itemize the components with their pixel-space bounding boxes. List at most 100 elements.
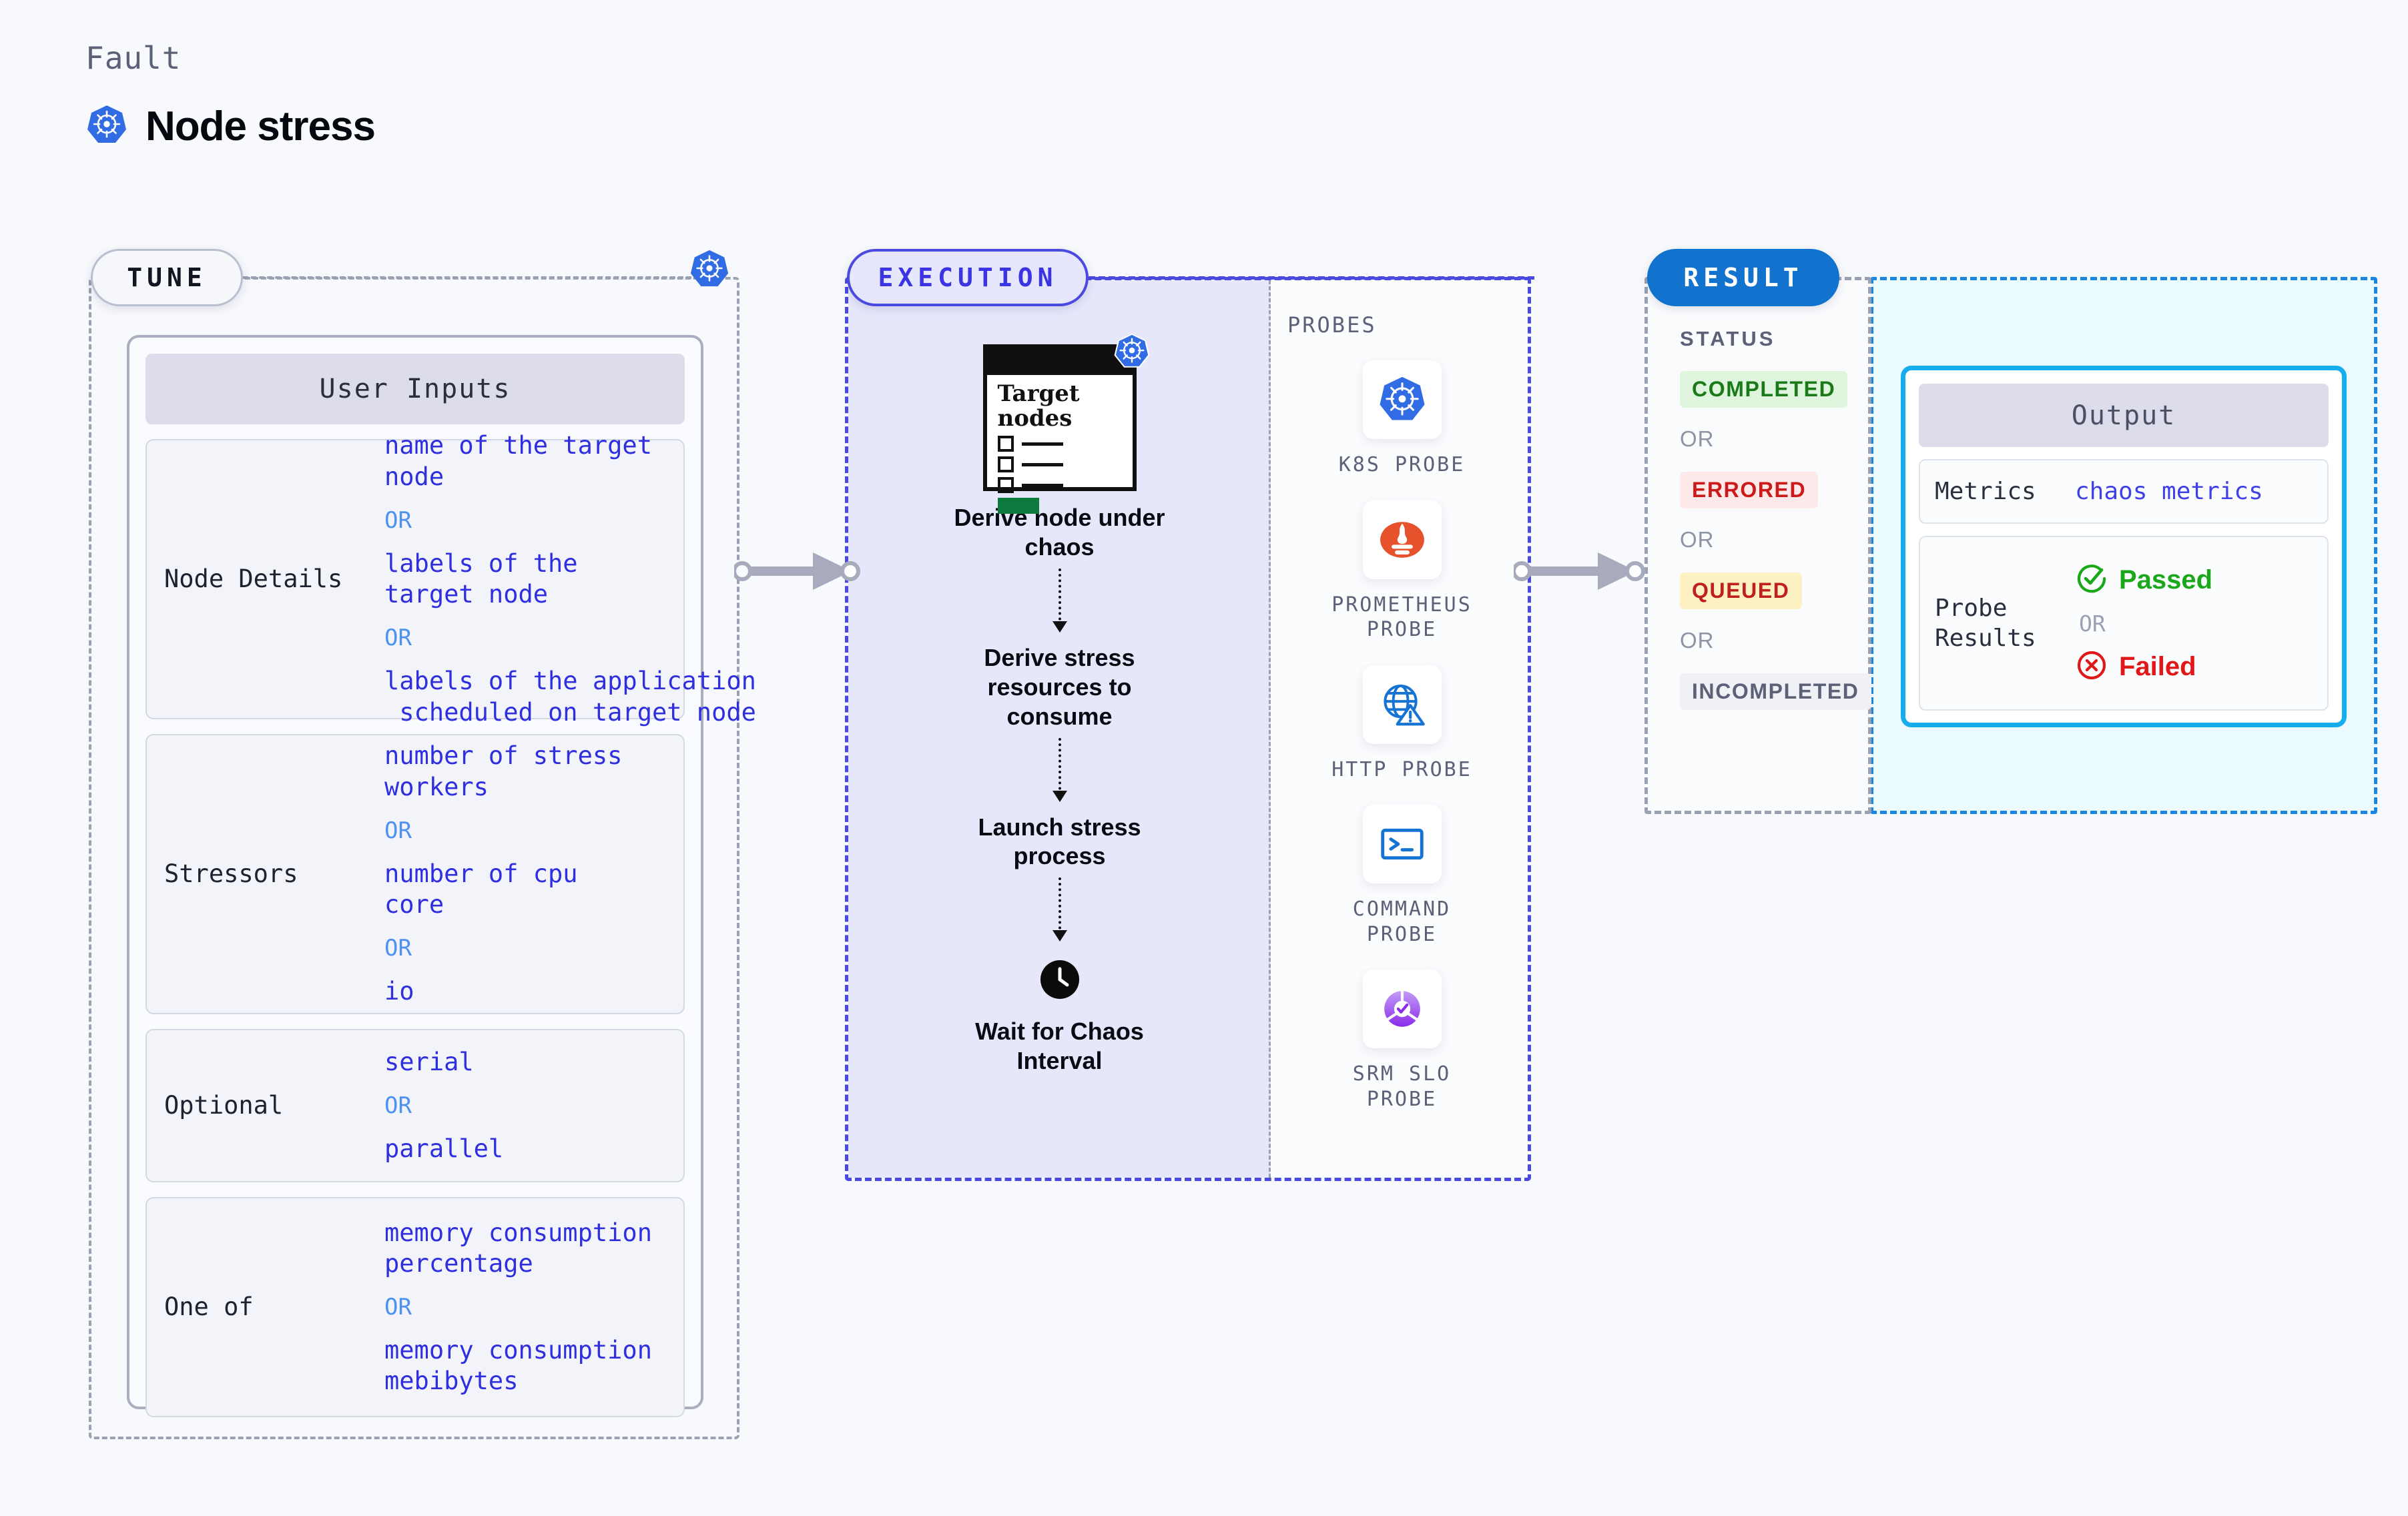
check-circle-icon <box>2075 562 2108 599</box>
input-row-label: Node Details <box>164 564 343 593</box>
list-line <box>1021 483 1063 487</box>
probe-result-failed: Failed <box>2075 649 2313 685</box>
execution-region: Target nodes <box>845 277 1531 1181</box>
target-nodes-list <box>997 436 1133 494</box>
input-value: memory consumption percentage <box>384 1218 652 1278</box>
output-row-probe-results: Probe Results Passed OR <box>1919 536 2329 711</box>
stage-label-execution[interactable]: EXECUTION <box>847 249 1089 306</box>
output-title: Output <box>1919 384 2329 447</box>
user-inputs-title: User Inputs <box>145 354 685 424</box>
kubernetes-icon <box>1362 360 1442 439</box>
fault-eyebrow: Fault <box>85 40 182 76</box>
flow-step-label: Launch stress process <box>978 813 1141 870</box>
input-separator: OR <box>384 1294 412 1320</box>
target-nodes-title: Target nodes <box>997 380 1080 432</box>
status-badge: QUEUED <box>1680 573 1802 609</box>
probe-k8s[interactable]: K8S PROBE <box>1273 360 1531 478</box>
user-inputs-card: User Inputs Node Details name of the tar… <box>127 335 756 1417</box>
probe-result-separator: OR <box>2079 610 2106 637</box>
input-separator: OR <box>384 625 412 652</box>
tune-dashed-connector <box>243 276 691 279</box>
flow-step-label: Derive node under chaos <box>954 504 1165 560</box>
input-row-node-details: Node Details name of the target node OR … <box>145 431 756 727</box>
http-globe-warning-icon <box>1362 665 1442 744</box>
input-row-optional: Optional serial OR parallel <box>145 1029 685 1182</box>
probe-result-passed: Passed <box>2075 562 2313 599</box>
stage-label-result[interactable]: RESULT <box>1647 249 1839 306</box>
input-value: labels of the target node <box>384 548 578 609</box>
srm-slo-icon <box>1362 970 1442 1048</box>
output-row-metrics: Metrics chaos metrics <box>1919 459 2329 524</box>
probe-prometheus[interactable]: PROMETHEUS PROBE <box>1273 500 1531 643</box>
probe-label: COMMAND PROBE <box>1352 897 1452 946</box>
flow-step-label: Wait for Chaos Interval <box>975 1018 1144 1075</box>
probe-result-label: Failed <box>2119 651 2196 681</box>
card-titlebar <box>986 348 1133 375</box>
probe-label: PROMETHEUS PROBE <box>1331 593 1472 642</box>
input-row-label: Optional <box>164 1090 284 1120</box>
output-metrics-value: chaos metrics <box>2075 478 2263 505</box>
x-circle-icon <box>2075 649 2108 685</box>
input-value: parallel <box>384 1134 504 1163</box>
probe-result-label: Passed <box>2119 564 2213 595</box>
page-header: Fault Node stress <box>85 40 376 150</box>
execution-flow: Target nodes <box>848 333 1271 1076</box>
flow-arrow-icon <box>1052 568 1067 633</box>
execution-dashed-connector <box>1089 276 1534 280</box>
prometheus-icon <box>1362 500 1442 579</box>
connector-tune-to-execution <box>732 547 861 599</box>
list-item <box>997 436 1133 452</box>
checkbox-icon <box>997 456 1014 473</box>
terminal-icon <box>1362 805 1442 883</box>
kubernetes-icon <box>85 103 128 149</box>
input-value: name of the target node <box>384 431 652 491</box>
page-title: Node stress <box>145 103 376 149</box>
status-badge: ERRORED <box>1680 472 1819 508</box>
result-status-region: STATUS COMPLETED OR ERRORED OR QUEUED OR… <box>1644 277 1871 814</box>
output-row-label: Metrics <box>1935 478 2036 505</box>
input-value: serial <box>384 1047 474 1076</box>
probe-label: K8S PROBE <box>1338 453 1466 476</box>
input-value: io <box>384 977 414 1006</box>
status-separator: OR <box>1680 628 1715 653</box>
probes-column: PROBES K8S PROBE <box>1273 280 1531 1178</box>
input-value: number of stress workers <box>384 741 623 801</box>
probe-label: SRM SLO PROBE <box>1352 1062 1452 1111</box>
kubernetes-icon <box>689 248 730 293</box>
input-row-label: Stressors <box>164 859 298 888</box>
status-badge: INCOMPLETED <box>1680 673 1871 710</box>
list-item <box>997 456 1133 473</box>
clock-icon <box>848 958 1271 1005</box>
checkbox-icon <box>997 477 1014 494</box>
flow-arrow-icon <box>1052 877 1067 942</box>
probe-http[interactable]: HTTP PROBE <box>1273 665 1531 783</box>
input-row-one-of: One of memory consumption percentage OR … <box>145 1197 685 1417</box>
input-value: number of cpu core <box>384 859 578 919</box>
stage-label-tune[interactable]: TUNE <box>91 249 243 306</box>
input-row-stressors: Stressors number of stress workers OR nu… <box>145 734 685 1014</box>
target-nodes-card: Target nodes <box>982 333 1149 514</box>
checkbox-icon <box>997 436 1014 452</box>
green-status-bar <box>997 498 1039 514</box>
input-row-label: One of <box>164 1292 254 1321</box>
input-separator: OR <box>384 817 412 844</box>
kubernetes-icon <box>1111 331 1153 376</box>
flow-arrow-icon <box>1052 737 1067 802</box>
fault-title-row: Node stress <box>85 103 376 150</box>
status-section-label: STATUS <box>1680 327 1776 350</box>
status-separator: OR <box>1680 527 1715 552</box>
execution-flow-column: Target nodes <box>848 280 1271 1178</box>
connector-execution-to-result <box>1512 547 1647 599</box>
probes-section-label: PROBES <box>1287 312 1377 338</box>
probe-srm-slo[interactable]: SRM SLO PROBE <box>1273 970 1531 1112</box>
input-separator: OR <box>384 506 412 534</box>
output-row-label: Probe Results <box>1935 595 2036 652</box>
probe-command[interactable]: COMMAND PROBE <box>1273 805 1531 947</box>
input-separator: OR <box>384 1092 412 1119</box>
status-badge: COMPLETED <box>1680 371 1848 408</box>
probe-label: HTTP PROBE <box>1331 757 1472 781</box>
status-separator: OR <box>1680 426 1715 451</box>
input-value: labels of the application scheduled on t… <box>384 667 756 727</box>
input-separator: OR <box>384 935 412 962</box>
list-line <box>1021 462 1063 466</box>
